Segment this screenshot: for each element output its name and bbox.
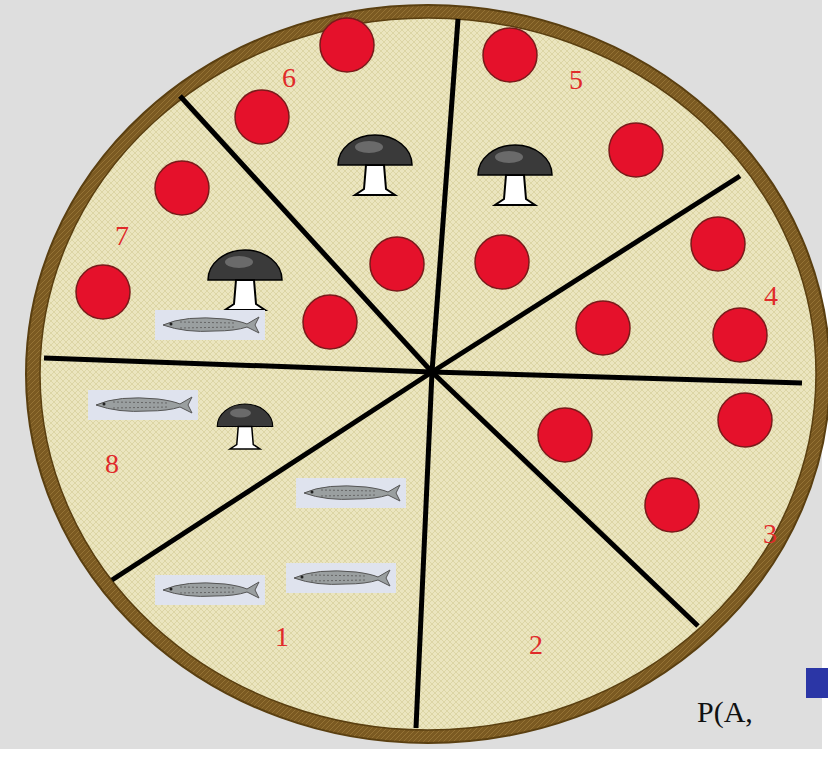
slice-number: 4 bbox=[764, 282, 778, 310]
slice-number: 2 bbox=[529, 631, 543, 659]
slice-number: 8 bbox=[105, 450, 119, 478]
slice-number: 5 bbox=[569, 66, 583, 94]
slice-number: 1 bbox=[275, 623, 289, 651]
slice-number: 7 bbox=[115, 222, 129, 250]
slice-number: 6 bbox=[282, 64, 296, 92]
slice-number: 3 bbox=[763, 520, 777, 548]
formula-text: P(A, bbox=[697, 697, 753, 727]
